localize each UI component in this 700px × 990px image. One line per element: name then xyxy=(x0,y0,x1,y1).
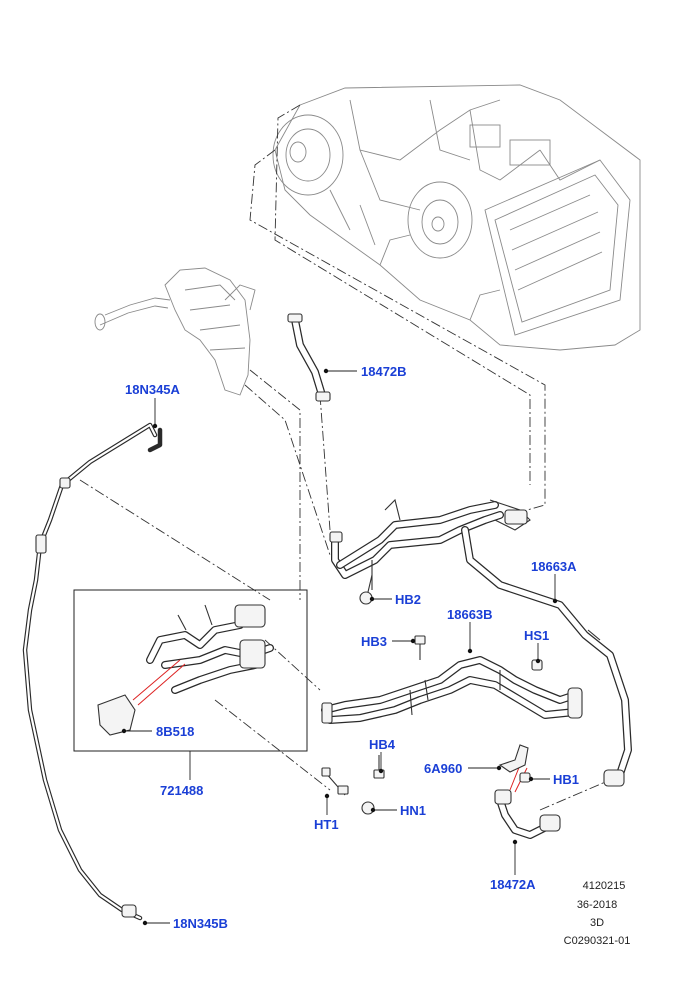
label-hs1: HS1 xyxy=(524,628,549,643)
label-18663a: 18663A xyxy=(531,559,577,574)
connection-lines xyxy=(79,104,611,811)
label-18663b: 18663B xyxy=(447,607,493,622)
label-hb1: HB1 xyxy=(553,772,579,787)
bolt-hb4 xyxy=(373,755,385,779)
bracket-6a960 xyxy=(498,744,529,773)
label-18n345a: 18N345A xyxy=(125,382,181,397)
stud-ht1 xyxy=(321,767,349,796)
pipe-assembly-upper xyxy=(329,498,531,590)
label-18n345b: 18N345B xyxy=(173,916,228,931)
hvac-unit-illustration xyxy=(272,84,641,351)
kit-721488-box xyxy=(73,589,308,752)
label-18472b: 18472B xyxy=(361,364,407,379)
label-ht1: HT1 xyxy=(314,817,339,832)
label-hn1: HN1 xyxy=(400,803,426,818)
hose-18472b xyxy=(287,313,331,402)
nut-hb1 xyxy=(519,772,531,783)
drawing-meta: 4120215 36-2018 3D C0290321-01 xyxy=(564,880,631,947)
label-hb3: HB3 xyxy=(361,634,387,649)
hose-18663a xyxy=(461,526,632,787)
meta-line-4: C0290321-01 xyxy=(564,935,631,947)
fasteners xyxy=(321,574,543,815)
callout-labels: 18N345A 18472B HB2 18663A 18663B HB3 HS1… xyxy=(125,364,579,931)
meta-line-2: 36-2018 xyxy=(577,899,617,911)
engine-component-illustration xyxy=(94,267,256,396)
meta-line-3: 3D xyxy=(590,917,604,929)
meta-line-1: 4120215 xyxy=(583,880,626,892)
label-18472a: 18472A xyxy=(490,877,536,892)
label-721488: 721488 xyxy=(160,783,203,798)
pipe-18663b xyxy=(321,656,583,724)
leader-lines xyxy=(121,368,558,926)
bolt-hb3 xyxy=(414,635,426,660)
nut-hn1 xyxy=(361,801,375,815)
label-hb2: HB2 xyxy=(395,592,421,607)
bolt-hb2 xyxy=(359,574,373,605)
line-18n345 xyxy=(22,422,163,921)
label-6a960: 6A960 xyxy=(424,761,462,776)
hose-18472a xyxy=(494,764,561,839)
label-8b518: 8B518 xyxy=(156,724,194,739)
label-hb4: HB4 xyxy=(369,737,396,752)
